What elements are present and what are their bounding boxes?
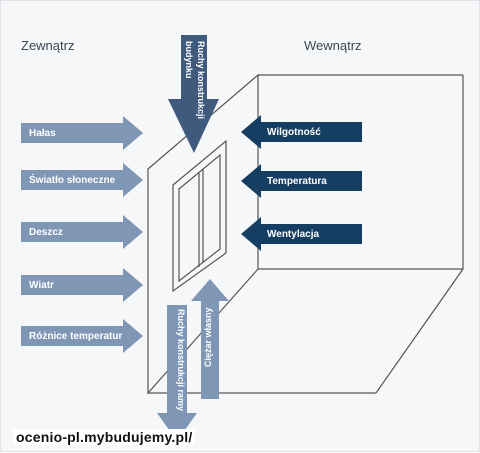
inside-arrow-1-label: Wilgotność xyxy=(267,126,321,138)
frame-movement-arrow xyxy=(157,305,197,441)
building-movement-label-line1: Ruchy konstrukcji xyxy=(196,41,206,120)
outside-arrow-2-label: Światło słoneczne xyxy=(29,174,116,186)
window-frame-outer xyxy=(172,139,227,293)
own-weight-label: Ciężar własny xyxy=(203,307,213,367)
outside-arrow-4: Wiatr xyxy=(21,268,143,302)
outside-arrow-4-label: Wiatr xyxy=(29,279,54,291)
building-movement-label-line2: budynku xyxy=(184,41,194,79)
inside-label: Wewnątrz xyxy=(304,38,362,53)
inside-arrow-3: Wentylacja xyxy=(241,217,362,251)
inside-arrow-2-label: Temperatura xyxy=(267,175,327,187)
outside-arrow-2: Światło słoneczne xyxy=(21,163,143,197)
outside-arrow-5: Różnice temperatur xyxy=(21,319,143,353)
inside-arrow-2: Temperatura xyxy=(241,164,362,198)
inside-arrow-3-label: Wentylacja xyxy=(267,228,320,240)
inside-arrow-1: Wilgotność xyxy=(241,115,362,149)
building-movement-arrow xyxy=(168,35,219,153)
outside-label: Zewnątrz xyxy=(21,38,75,53)
window-frame-inner xyxy=(178,153,221,283)
floor-right-edge xyxy=(375,268,464,394)
outside-arrow-5-label: Różnice temperatur xyxy=(29,330,123,342)
outside-arrow-3-label: Deszcz xyxy=(29,226,63,238)
watermark-url: ocenio-pl.mybudujemy.pl/ xyxy=(13,429,196,445)
outside-arrow-1-label: Hałas xyxy=(29,127,56,139)
frame-movement-label: Ruchy konstrukcji ramy xyxy=(176,309,186,412)
own-weight-arrow xyxy=(191,279,229,399)
outside-arrow-1: Hałas xyxy=(21,116,143,150)
outside-arrow-3: Deszcz xyxy=(21,215,143,249)
